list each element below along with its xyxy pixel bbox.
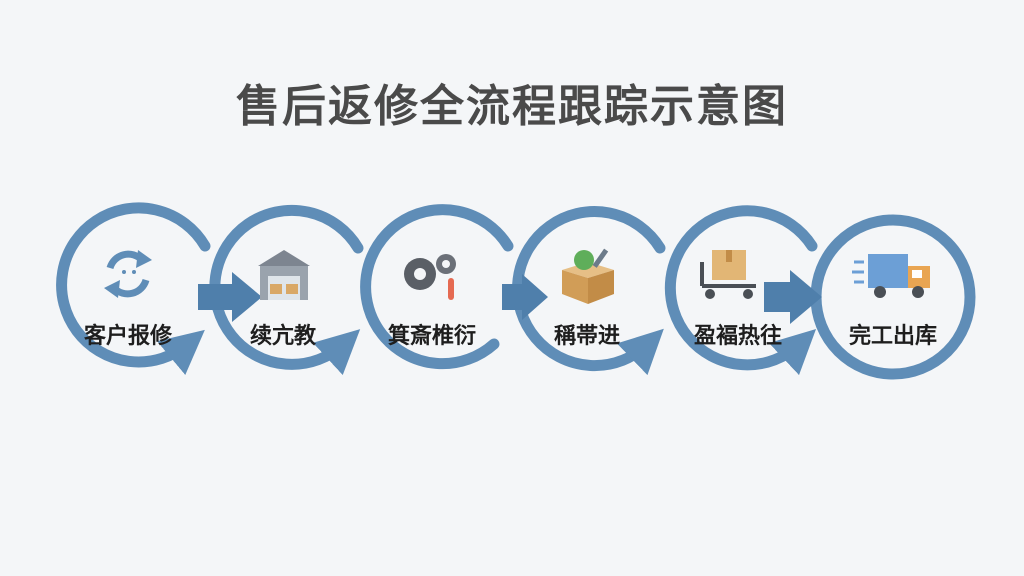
connector-arrow-2 xyxy=(502,274,548,320)
ring-4 xyxy=(512,206,666,376)
step-label-1: 客户报修 xyxy=(83,324,172,349)
page-title: 售后返修全流程跟踪示意图 xyxy=(236,81,788,132)
ring-1 xyxy=(56,202,211,375)
delivery-truck-icon xyxy=(852,254,930,298)
ring-6 xyxy=(810,214,976,380)
ring-3 xyxy=(360,204,514,370)
cart-box-icon xyxy=(700,250,756,299)
step-label-4: 稱帯进 xyxy=(553,324,620,349)
step-label-2: 续亢教 xyxy=(249,324,316,349)
warehouse-icon xyxy=(258,250,310,300)
refresh-icon xyxy=(104,250,152,298)
connector-arrow-1 xyxy=(198,272,262,322)
step-label-6: 完工出库 xyxy=(848,324,937,349)
ring-2 xyxy=(209,204,364,376)
gear-wrench-icon xyxy=(404,254,456,300)
connector-arrow-3 xyxy=(764,270,822,324)
parts-box-icon xyxy=(562,248,614,304)
ring-5 xyxy=(664,205,818,376)
step-label-5: 盈褔热往 xyxy=(693,324,782,349)
step-label-3: 箕斎椎衍 xyxy=(387,324,476,349)
